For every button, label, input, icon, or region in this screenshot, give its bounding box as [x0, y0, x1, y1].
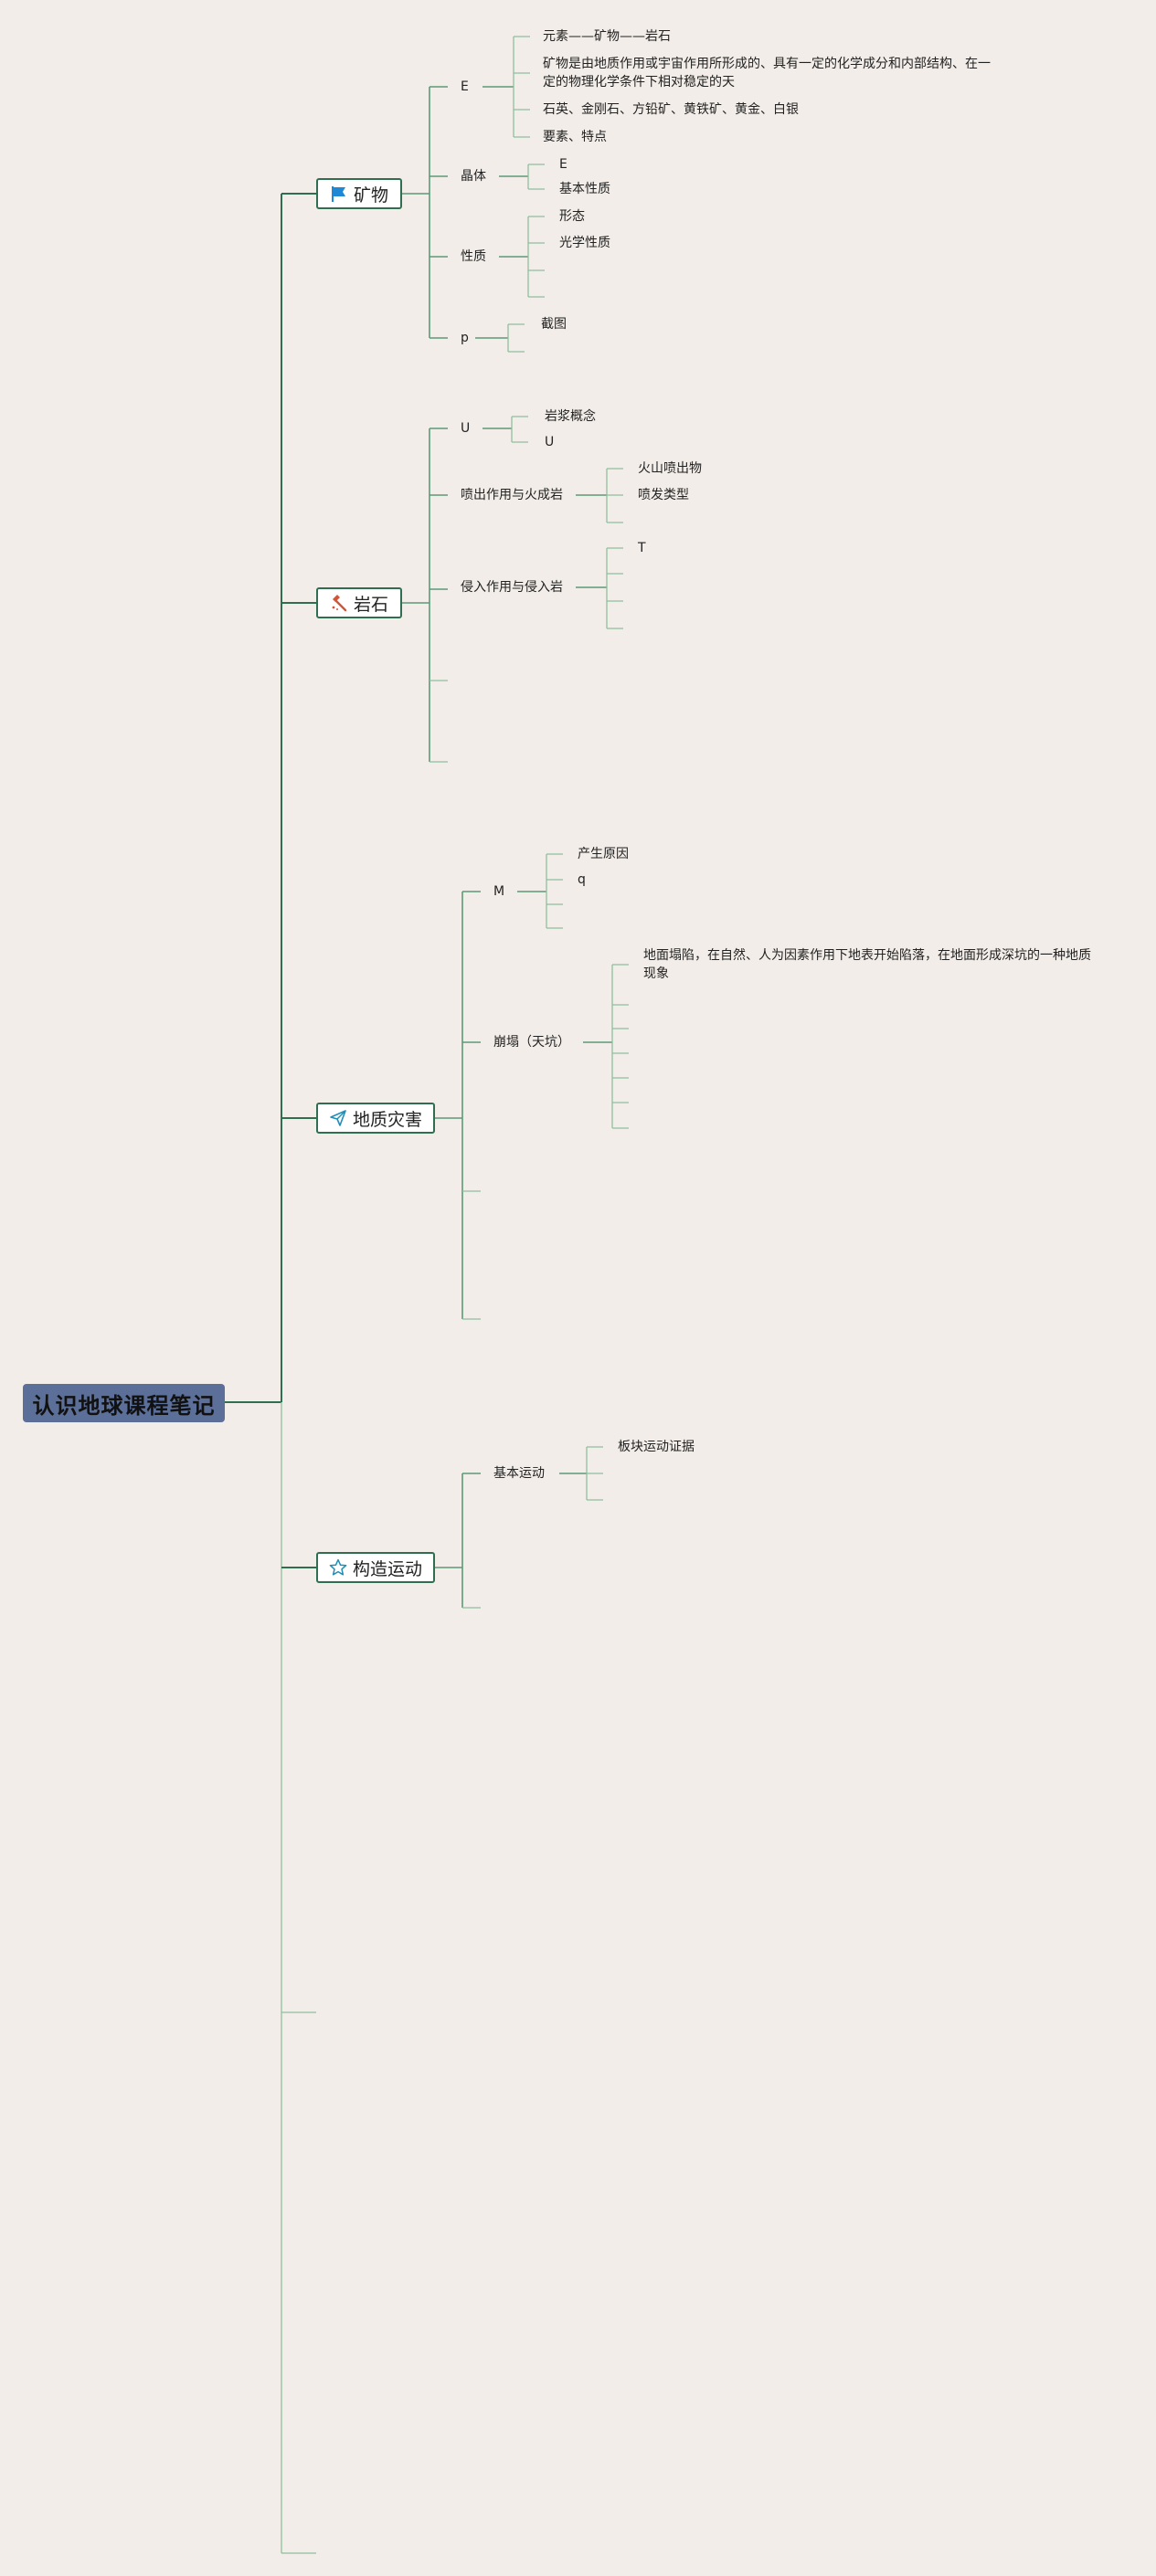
topic-node[interactable]: 光学性质 [559, 236, 610, 250]
topic-node[interactable]: 矿物是由地质作用或宇宙作用所形成的、具有一定的化学成分和内部结构、在一定的物理化… [543, 57, 991, 90]
topic-node[interactable]: 基本性质 [559, 182, 610, 196]
topic-node[interactable]: M [493, 884, 505, 899]
topic-node[interactable]: 板块运动证据 [618, 1440, 695, 1454]
branch-label: 矿物 [353, 185, 388, 206]
topic-node[interactable]: 崩塌（天坑） [493, 1035, 570, 1050]
topic-node[interactable]: 基本运动 [493, 1466, 545, 1481]
topic-node[interactable]: p [461, 331, 469, 345]
topic-node[interactable]: E [461, 79, 469, 94]
topic-node[interactable]: U [545, 435, 555, 449]
topic-node[interactable]: U [461, 421, 471, 436]
topic-node[interactable]: 侵入作用与侵入岩 [461, 580, 563, 595]
branch-label: 岩石 [353, 594, 388, 615]
root-topic-label: 认识地球课程笔记 [32, 1392, 216, 1419]
topic-node[interactable]: q [578, 872, 586, 887]
topic-node[interactable]: 岩浆概念 [545, 409, 596, 424]
star-icon [329, 1558, 347, 1576]
branch-label: 构造运动 [352, 1558, 422, 1579]
branch-minerals[interactable]: 矿物 [316, 178, 402, 209]
topic-node[interactable]: 晶体 [461, 169, 486, 184]
topic-node[interactable]: 喷发类型 [638, 488, 689, 502]
topic-node[interactable]: 形态 [559, 209, 585, 224]
topic-node[interactable]: 要素、特点 [543, 130, 607, 144]
branch-rocks[interactable]: 岩石 [316, 587, 402, 618]
paper-plane-icon [330, 1110, 346, 1126]
flag-icon [331, 186, 345, 202]
topic-node[interactable]: 喷出作用与火成岩 [461, 488, 563, 502]
branch-tectonic-movement[interactable]: 构造运动 [316, 1552, 435, 1583]
topic-node[interactable]: 石英、金刚石、方铅矿、黄铁矿、黄金、白银 [543, 102, 799, 117]
topic-node[interactable]: 性质 [461, 249, 486, 264]
hammer-icon [332, 595, 347, 612]
topic-node[interactable]: 产生原因 [578, 847, 629, 861]
topic-node[interactable]: 火山喷出物 [638, 461, 702, 476]
topic-node[interactable]: 元素——矿物——岩石 [543, 29, 671, 44]
topic-node[interactable]: E [559, 157, 567, 172]
branch-label: 地质灾害 [352, 1109, 422, 1130]
branch-geological-hazards[interactable]: 地质灾害 [316, 1103, 435, 1134]
topic-node[interactable]: 截图 [541, 317, 567, 332]
topic-node[interactable]: 地面塌陷，在自然、人为因素作用下地表开始陷落，在地面形成深坑的一种地质现象 [643, 948, 1091, 981]
root-topic[interactable]: 认识地球课程笔记 [23, 1384, 225, 1422]
topic-node[interactable]: T [638, 541, 646, 555]
